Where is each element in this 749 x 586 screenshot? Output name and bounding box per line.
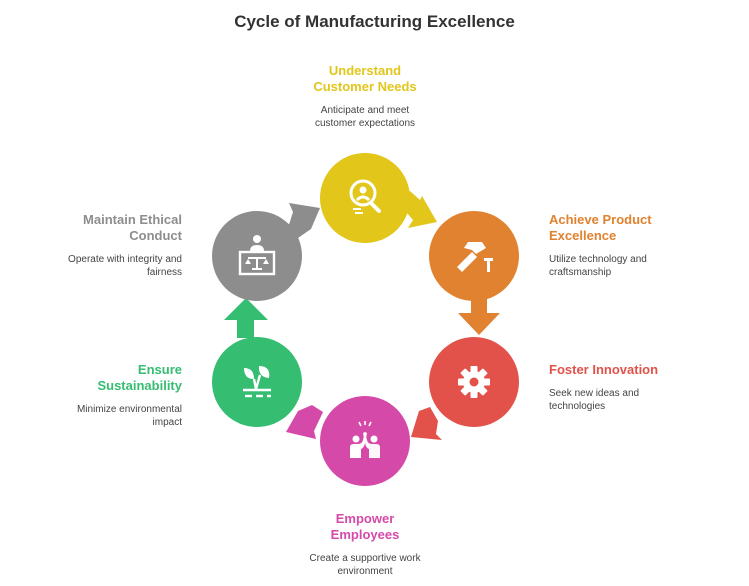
step-ethics-title: Maintain Ethical Conduct (10, 212, 182, 244)
step-ethics-title-line-2: Conduct (129, 228, 182, 243)
step-innovation-title-line-1: Foster Innovation (549, 362, 659, 377)
step-achieve-title-line-1: Achieve Product (549, 212, 652, 227)
node-ethics (212, 211, 302, 301)
diagram-title: Cycle of Manufacturing Excellence (234, 12, 515, 31)
step-sustain-title: Ensure Sustainability (10, 362, 182, 394)
step-understand-desc-line-1: Anticipate and meet (320, 105, 410, 116)
step-ethics: Maintain Ethical Conduct Operate with in… (10, 212, 182, 279)
high-five-icon (350, 421, 380, 458)
step-empower-desc: Create a supportive work environment (265, 552, 465, 578)
step-sustain-desc: Minimize environmental impact (10, 403, 182, 429)
step-understand-desc: Anticipate and meet customer expectation… (265, 104, 465, 130)
step-innovation-desc: Seek new ideas and technologies (549, 387, 739, 413)
step-innovation-desc-line-2: technologies (549, 401, 606, 412)
step-empower-title: Empower Employees (265, 511, 465, 543)
step-achieve-desc-line-2: craftsmanship (549, 267, 612, 278)
arrow-sustain-to-ethics (224, 298, 268, 338)
step-achieve: Achieve Product Excellence Utilize techn… (549, 212, 739, 279)
step-ethics-title-line-1: Maintain Ethical (83, 212, 182, 227)
step-understand-desc-line-2: customer expectations (314, 118, 416, 129)
step-sustain: Ensure Sustainability Minimize environme… (10, 362, 182, 429)
step-understand: Understand Customer Needs Anticipate and… (265, 63, 465, 130)
gear-icon (458, 366, 490, 398)
step-achieve-title: Achieve Product Excellence (549, 212, 739, 244)
judge-scales-icon (238, 235, 276, 276)
step-sustain-desc-line-2: impact (152, 417, 182, 428)
step-understand-title-line-2: Customer Needs (313, 79, 417, 94)
step-innovation-title: Foster Innovation (549, 362, 739, 378)
step-empower-title-line-2: Employees (330, 527, 400, 542)
step-sustain-title-line-1: Ensure (137, 362, 182, 377)
step-ethics-desc-line-1: Operate with integrity and (68, 254, 182, 265)
step-empower-desc-line-1: Create a supportive work (309, 553, 421, 564)
arrow-innovation-to-empower (411, 407, 442, 440)
magnifier-person-icon (349, 179, 381, 214)
step-sustain-desc-line-1: Minimize environmental (76, 404, 182, 415)
step-achieve-desc: Utilize technology and craftsmanship (549, 253, 739, 279)
arrow-ethics-to-understand (287, 203, 320, 238)
step-empower: Empower Employees Create a supportive wo… (265, 511, 465, 578)
step-ethics-desc: Operate with integrity and fairness (10, 253, 182, 279)
step-empower-desc-line-2: environment (337, 566, 393, 577)
plant-icon (243, 366, 271, 398)
step-innovation: Foster Innovation Seek new ideas and tec… (549, 362, 739, 413)
step-ethics-desc-line-2: fairness (146, 267, 182, 278)
step-achieve-title-line-2: Excellence (549, 228, 617, 243)
hammer-icon (457, 242, 493, 272)
step-understand-title: Understand Customer Needs (265, 63, 465, 95)
step-empower-title-line-1: Empower (335, 511, 395, 526)
step-understand-title-line-1: Understand (328, 63, 402, 78)
step-achieve-desc-line-1: Utilize technology and (549, 254, 647, 265)
arrow-achieve-to-innovation (458, 296, 500, 335)
step-sustain-title-line-2: Sustainability (97, 378, 182, 393)
step-innovation-desc-line-1: Seek new ideas and (549, 388, 640, 399)
arrow-empower-to-sustain (286, 405, 323, 439)
